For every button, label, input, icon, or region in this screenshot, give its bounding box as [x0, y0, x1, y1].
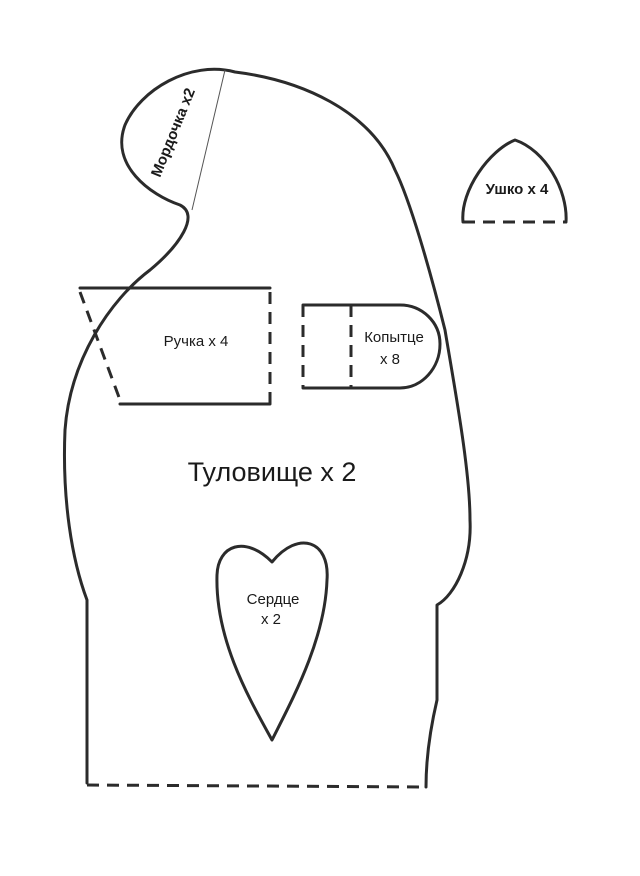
arm-label: Ручка х 4: [164, 333, 229, 350]
hoof-label-line1: Копытце: [364, 329, 424, 346]
heart-label-line1: Сердце: [247, 591, 300, 608]
heart-label-line2: х 2: [261, 611, 281, 628]
arm-left-seam: [78, 291, 122, 401]
heart-outline: [215, 541, 329, 742]
hoof-label-line2: х 8: [380, 351, 400, 368]
body-bottom-seam: [86, 783, 427, 789]
ear-label: Ушко х 4: [486, 181, 549, 198]
body-label: Туловище х 2: [188, 457, 357, 487]
face-label: Мордочка х2: [148, 86, 199, 180]
hoof-outline: [301, 303, 442, 390]
arm-outline: [78, 286, 272, 406]
face-fold-line: [191, 69, 226, 211]
ear-outline: [461, 138, 568, 224]
body-outline: [62, 67, 472, 789]
